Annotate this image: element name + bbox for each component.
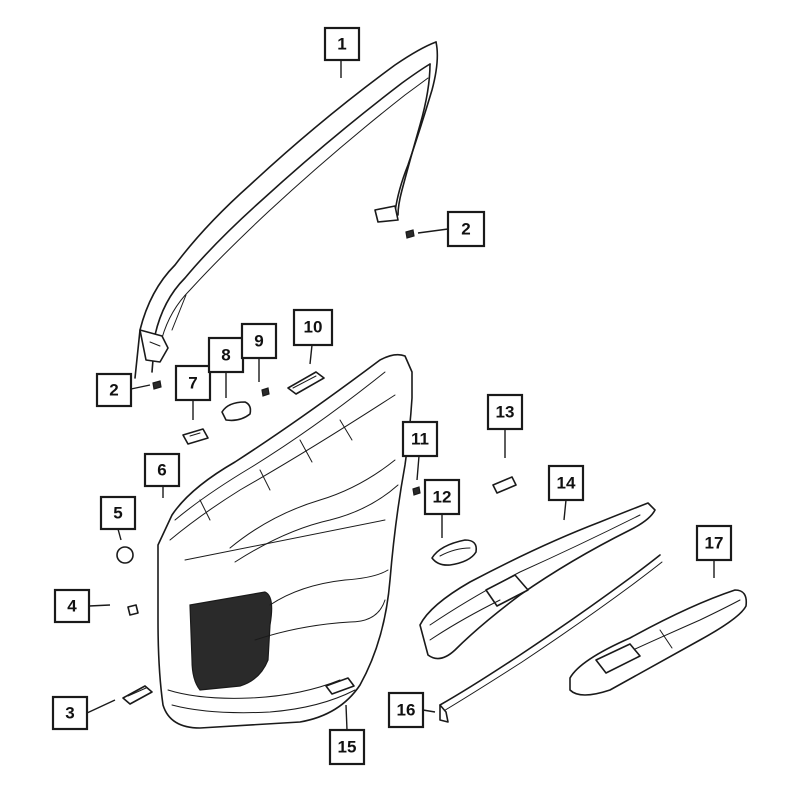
callout-label: 5	[113, 504, 122, 523]
callout-label: 13	[496, 403, 515, 422]
callout-label: 7	[188, 374, 197, 393]
callout-6: 6	[143, 452, 181, 488]
part-4-clip	[127, 604, 139, 616]
part-6-door-trim-panel	[157, 353, 413, 729]
callout-label: 11	[411, 430, 429, 449]
callout-label: 12	[433, 488, 452, 507]
part-13-clip	[492, 476, 517, 494]
part-1-weatherstrip	[134, 41, 439, 379]
part-9-screw	[261, 387, 270, 397]
part-15-clip	[325, 677, 355, 695]
callout-label: 14	[557, 474, 576, 493]
part-11-screw	[412, 486, 421, 496]
callout-label: 4	[67, 597, 77, 616]
callout-label: 15	[338, 738, 357, 757]
callout-5: 5	[99, 495, 137, 531]
part-3-clip	[122, 685, 153, 705]
part-7-clip	[182, 428, 209, 445]
part-14-armrest-bezel	[419, 502, 656, 660]
callout-label: 3	[65, 704, 74, 723]
callout-label: 6	[157, 461, 166, 480]
callout-label: 2	[109, 381, 118, 400]
callout-13: 13	[486, 393, 524, 431]
callout-12: 12	[423, 478, 461, 516]
callout-label: 9	[254, 332, 263, 351]
callout-1: 1	[323, 26, 361, 62]
callout-label: 10	[304, 318, 323, 337]
callout-label: 8	[221, 346, 230, 365]
callout-2-upper: 2	[446, 210, 486, 248]
callout-label: 17	[705, 534, 724, 553]
callout-2-lower: 2	[95, 372, 133, 408]
callout-7: 7	[174, 364, 212, 402]
callout-15: 15	[328, 728, 366, 766]
part-10-bezel	[287, 371, 325, 395]
callout-14: 14	[547, 464, 585, 502]
callout-3: 3	[51, 695, 89, 731]
callout-4: 4	[53, 588, 91, 624]
callout-label: 2	[461, 220, 470, 239]
part-2-screw-lower	[152, 380, 162, 390]
callout-10: 10	[292, 308, 334, 347]
part-5-plug	[116, 546, 134, 564]
callout-8: 8	[207, 336, 245, 374]
callout-9: 9	[240, 322, 278, 360]
part-12-handle	[431, 539, 478, 566]
part-17-armrest	[569, 589, 748, 696]
callout-label: 16	[397, 701, 416, 720]
callout-11: 11	[401, 420, 439, 458]
part-8-cap	[221, 401, 252, 422]
part-16-trim-strip	[439, 554, 663, 723]
leader-lines	[86, 60, 715, 731]
callout-17: 17	[695, 524, 733, 562]
callout-label: 1	[337, 35, 346, 54]
callout-16: 16	[387, 691, 425, 729]
part-2-screw-upper	[405, 229, 415, 239]
